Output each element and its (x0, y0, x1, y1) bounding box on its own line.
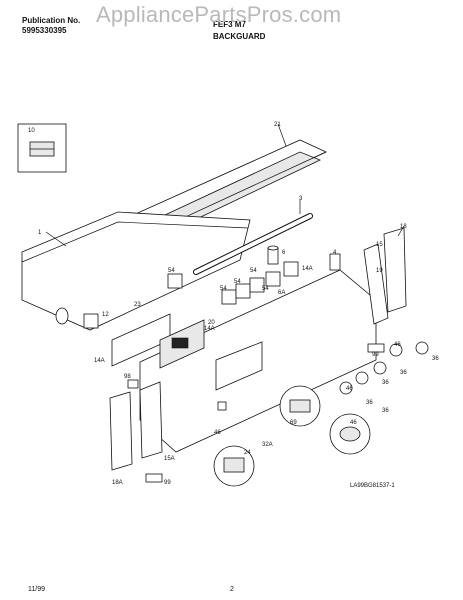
part-19-control-panel (139, 269, 377, 453)
part-15-end-cap (363, 243, 389, 325)
callout-10: 10 (28, 128, 35, 134)
diagram-code: LA99BG81537-1 (350, 483, 395, 489)
callout-32a: 32A (262, 442, 273, 448)
part-20-control (159, 319, 205, 369)
callout-14a-left: 14A (94, 358, 105, 364)
callout-15: 15 (376, 242, 383, 248)
callout-19: 19 (376, 268, 383, 274)
callout-36-c: 36 (382, 380, 389, 386)
callout-54-c: 54 (234, 279, 241, 285)
part-69-detail (279, 385, 321, 427)
callout-54-e: 54 (262, 286, 269, 292)
callout-6a: 6A (278, 290, 285, 296)
switch-blocks (167, 261, 299, 305)
callout-4: 4 (333, 250, 337, 256)
callout-6: 6 (282, 250, 286, 256)
publication-label: Publication No. (22, 16, 81, 25)
callout-54-d: 54 (220, 286, 227, 292)
callout-18: 18 (400, 224, 407, 230)
callout-69: 69 (290, 420, 297, 426)
callout-46-right: 46 (394, 342, 401, 348)
part-4-light (329, 253, 341, 271)
callout-36-b: 36 (400, 370, 407, 376)
callout-24: 24 (244, 450, 251, 456)
callout-46-mid: 46 (346, 386, 353, 392)
part-3-rod (193, 213, 313, 275)
callout-20: 20 (208, 320, 215, 326)
part-6 (267, 245, 279, 265)
callout-54-a: 54 (168, 268, 175, 274)
callout-36-d: 36 (366, 400, 373, 406)
callout-46-detail: 46 (350, 420, 357, 426)
callout-99-bottom: 99 (164, 480, 171, 486)
small-parts (127, 343, 385, 483)
publication-number: 5995330395 (22, 26, 67, 35)
part-1-backguard-panel (21, 211, 251, 331)
part-12-terminal (55, 307, 99, 329)
callout-12: 12 (102, 312, 109, 318)
callout-21: 21 (274, 122, 281, 128)
callout-14a-top: 14A (302, 266, 313, 272)
callout-36-a: 36 (432, 356, 439, 362)
section-title: BACKGUARD (213, 32, 266, 41)
callout-18a: 18A (112, 480, 123, 486)
callout-3: 3 (299, 196, 303, 202)
part-18-end-panel (383, 227, 407, 313)
part-15a-end-cap (139, 381, 163, 459)
part-18a-end-panel (109, 391, 133, 471)
part-46-detail (329, 413, 371, 455)
footer-page: 2 (230, 586, 234, 593)
knobs (339, 341, 429, 395)
callout-98: 98 (124, 374, 131, 380)
callout-54-b: 54 (250, 268, 257, 274)
callout-36-e: 36 (382, 408, 389, 414)
part-10-box (17, 123, 67, 173)
callout-14a-mid: 14A (204, 326, 215, 332)
callout-1: 1 (38, 230, 42, 236)
watermark: AppliancePartsPros.com (96, 2, 342, 27)
callout-46-left: 46 (214, 430, 221, 436)
model-number: FEF3 M7 (213, 20, 246, 29)
callout-15a: 15A (164, 456, 175, 462)
footer-date: 11/99 (28, 586, 45, 593)
callout-99-right: 99 (372, 352, 379, 358)
callout-23: 23 (134, 302, 141, 308)
part-24-detail (213, 445, 255, 487)
leader-lines (45, 123, 405, 247)
